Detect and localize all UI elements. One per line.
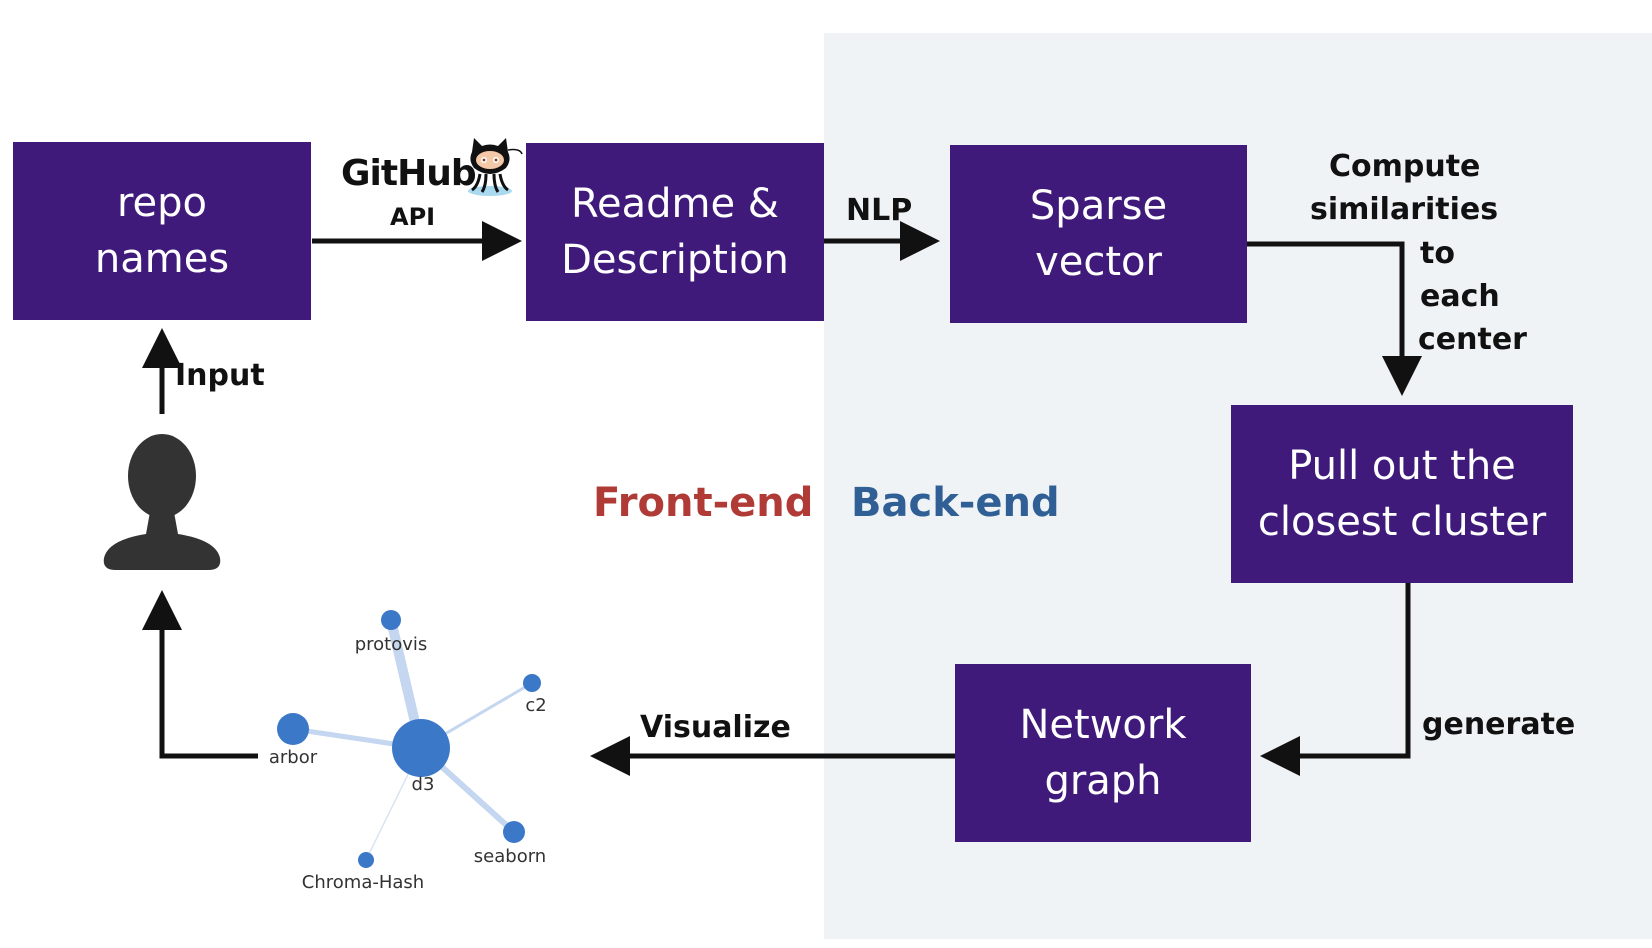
graph-node-chroma-hash [358, 852, 374, 868]
compute-label-line-3: to [1420, 236, 1455, 271]
arrow-sparse-to-pull [1247, 241, 1422, 396]
network-graph-box: Network graph [955, 664, 1251, 842]
github-label: GitHub [341, 153, 477, 194]
api-label: API [390, 203, 436, 231]
graph-node-arbor [277, 713, 309, 745]
compute-label-line-5: center [1418, 322, 1527, 357]
graph-label-d3: d3 [412, 774, 435, 795]
graph-label-c2: c2 [525, 695, 546, 716]
input-label: Input [175, 358, 265, 393]
readme-description-box: Readme & Description [526, 143, 824, 321]
compute-label-line-2: similarities [1310, 192, 1499, 227]
generate-label: generate [1422, 707, 1576, 742]
network-graph: protovis c2 arbor d3 seaborn Chroma-Hash [269, 610, 547, 893]
graph-label-arbor: arbor [269, 747, 318, 768]
graph-node-d3 [392, 719, 450, 777]
compute-label-line-1: Compute [1329, 149, 1481, 184]
arrow-pull-to-network [1260, 583, 1411, 776]
repo-names-box: repo names [13, 142, 311, 320]
user-icon [103, 434, 221, 570]
octocat-icon [468, 138, 523, 196]
compute-label-line-4: each [1420, 279, 1500, 314]
pull-cluster-box: Pull out the closest cluster [1231, 405, 1573, 583]
frontend-label: Front-end [593, 480, 814, 526]
graph-label-protovis: protovis [355, 634, 428, 655]
graph-node-protovis [381, 610, 401, 630]
graph-label-chroma-hash: Chroma-Hash [302, 872, 424, 893]
visualize-label: Visualize [640, 710, 791, 745]
sparse-vector-box: Sparse vector [950, 145, 1247, 323]
graph-node-seaborn [503, 821, 525, 843]
arrow-graph-to-user [142, 590, 258, 759]
backend-label: Back-end [851, 480, 1060, 526]
graph-node-c2 [523, 674, 541, 692]
graph-label-seaborn: seaborn [474, 846, 546, 867]
nlp-label: NLP [846, 193, 913, 228]
